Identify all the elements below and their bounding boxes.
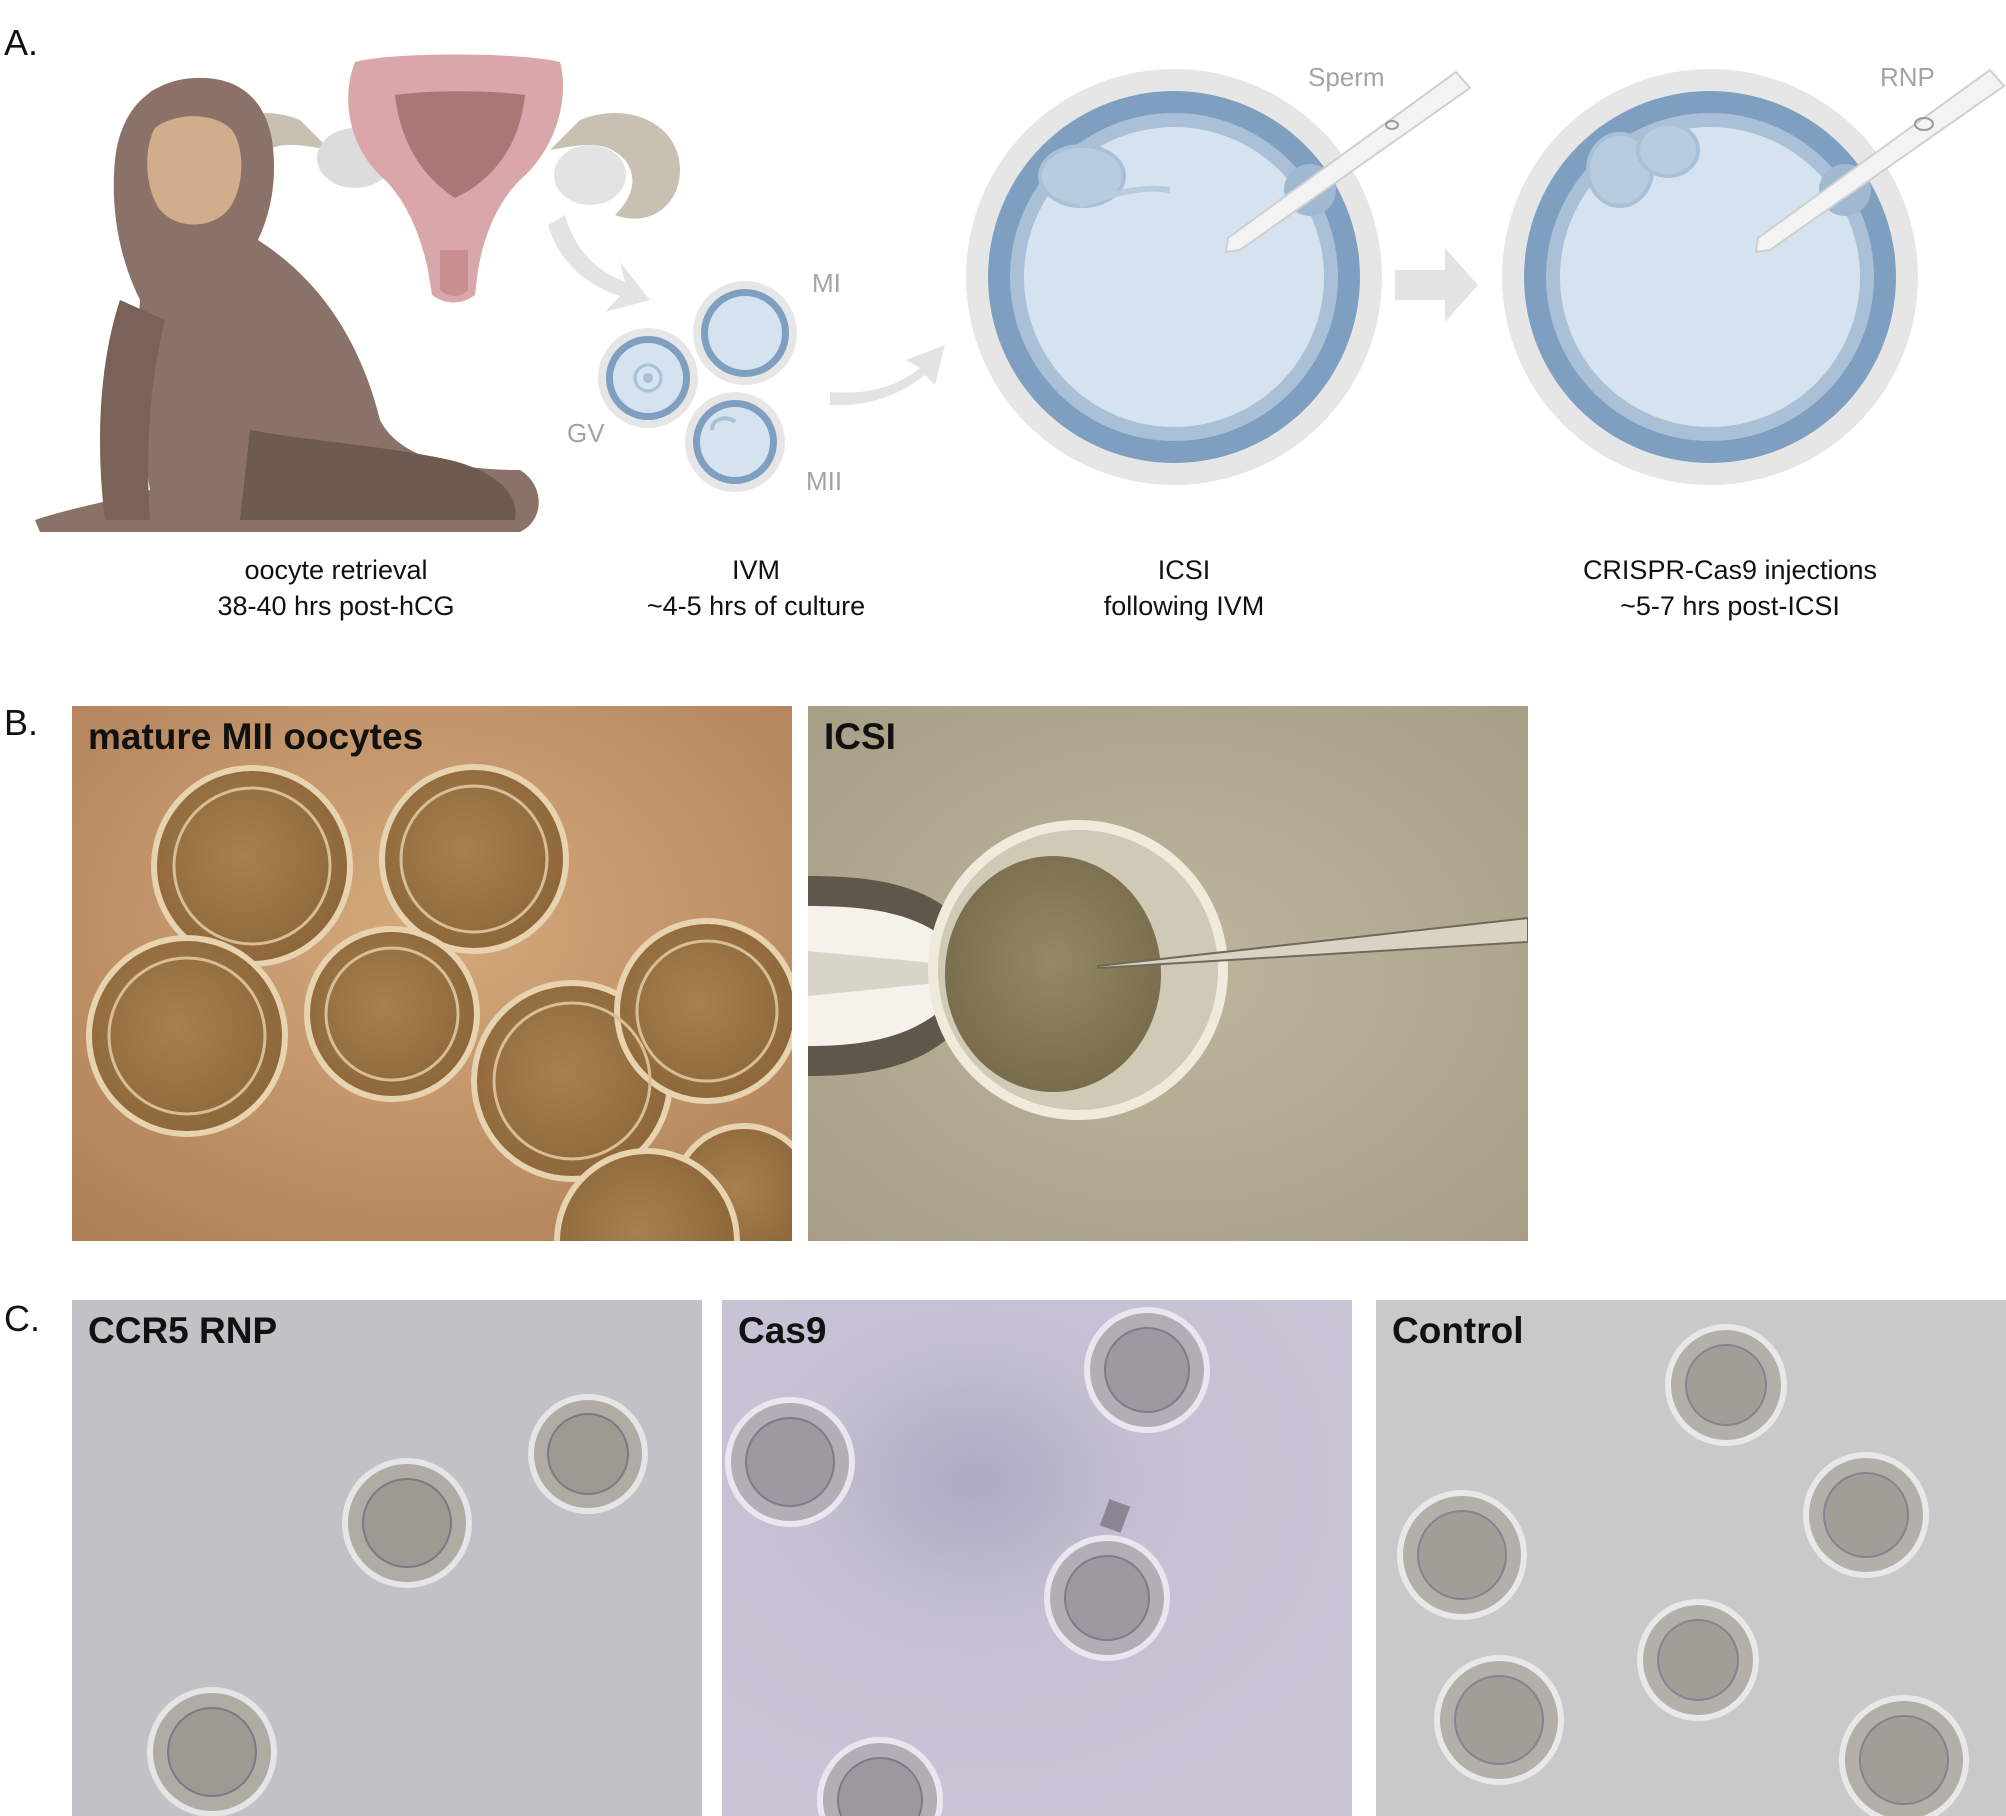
step-detail: following IVM	[1103, 591, 1265, 621]
cas9-embryos-drawing	[722, 1300, 1352, 1816]
rnp-label: RNP	[1880, 62, 1935, 92]
micrograph-mature-oocytes: mature MII oocytes	[72, 706, 792, 1241]
step-title: IVM	[731, 555, 780, 585]
panel-a-schematic	[35, 54, 2006, 533]
oocyte-stage-mii: MII	[806, 466, 843, 496]
step-icsi: ICSI following IVM	[984, 552, 1384, 624]
oocyte-stage-gv: GV	[567, 418, 605, 448]
step-detail: ~5-7 hrs post-ICSI	[1620, 591, 1840, 621]
step-title: ICSI	[1157, 555, 1211, 585]
micrograph-control: Control	[1376, 1300, 2006, 1816]
micrograph-label: ICSI	[824, 716, 896, 757]
mature-oocytes-drawing	[72, 706, 792, 1241]
step-detail: ~4-5 hrs of culture	[646, 591, 866, 621]
step-title: CRISPR-Cas9 injections	[1582, 555, 1878, 585]
oocyte-mii	[685, 392, 785, 492]
micrograph-icsi: ICSI	[808, 706, 1528, 1241]
step-ivm: IVM ~4-5 hrs of culture	[556, 552, 956, 624]
micrograph-label: mature MII oocytes	[88, 716, 424, 757]
control-embryos-drawing	[1376, 1300, 2006, 1816]
arrow-ovary-to-oocytes	[548, 215, 650, 312]
micrograph-label: Cas9	[738, 1310, 827, 1351]
panel-a-letter: A.	[4, 22, 39, 63]
micrograph-cas9: Cas9	[722, 1300, 1352, 1816]
icsi-micrograph-drawing	[808, 706, 1528, 1241]
oocyte-mi	[693, 281, 797, 385]
icsi-oocyte-diagram	[966, 69, 1382, 485]
monkey-illustration	[35, 77, 539, 533]
sperm-label: Sperm	[1308, 62, 1385, 92]
step-title: oocyte retrieval	[244, 555, 428, 585]
step-detail: 38-40 hrs post-hCG	[217, 591, 455, 621]
panel-c-letter: C.	[4, 1298, 40, 1339]
oocyte-gv	[598, 328, 698, 428]
sperm-pipette	[1224, 70, 1472, 254]
step-crispr-injections: CRISPR-Cas9 injections ~5-7 hrs post-ICS…	[1520, 552, 1940, 624]
step-oocyte-retrieval: oocyte retrieval 38-40 hrs post-hCG	[136, 552, 536, 624]
micrograph-label: Control	[1392, 1310, 1524, 1351]
oocyte-stage-mi: MI	[812, 268, 841, 298]
arrow-ivm-to-icsi	[830, 345, 945, 406]
micrograph-ccr5-rnp: CCR5 RNP	[72, 1300, 702, 1816]
ccr5-embryos-drawing	[72, 1300, 702, 1816]
rnp-pipette	[1754, 68, 2006, 254]
micrograph-label: CCR5 RNP	[88, 1310, 278, 1351]
crispr-oocyte-diagram	[1502, 69, 1918, 485]
arrow-icsi-to-crispr	[1395, 248, 1478, 322]
panel-b-letter: B.	[4, 702, 39, 743]
